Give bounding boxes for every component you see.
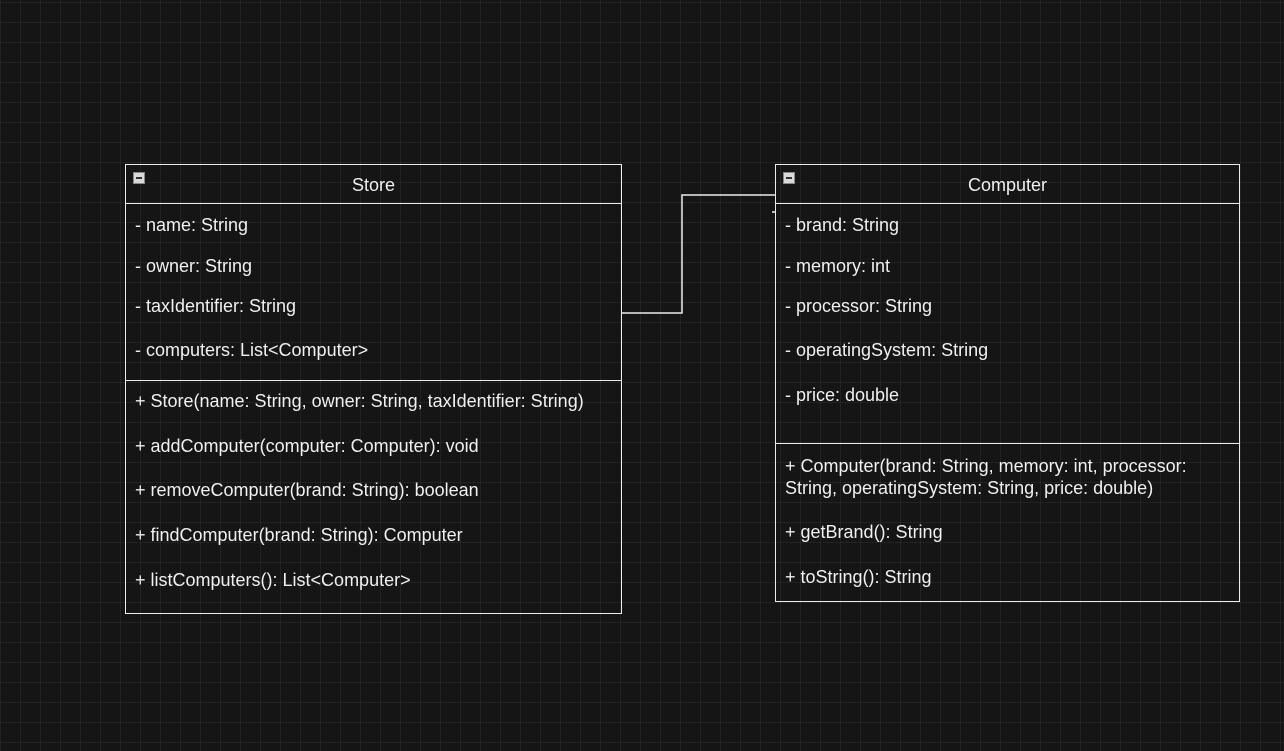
method-item[interactable]: + listComputers(): List<Computer> [135, 570, 411, 590]
class-header[interactable]: Computer [776, 165, 1239, 204]
attribute-item[interactable]: - computers: List<Computer> [135, 340, 369, 360]
method-item[interactable]: + Store(name: String, owner: String, tax… [135, 391, 584, 411]
attribute-item[interactable]: - taxIdentifier: String [135, 296, 297, 316]
methods-section[interactable]: + Store(name: String, owner: String, tax… [126, 381, 621, 612]
method-item[interactable]: + toString(): String [785, 567, 932, 587]
attribute-item[interactable]: - name: String [135, 215, 249, 235]
method-item[interactable]: + findComputer(brand: String): Computer [135, 525, 463, 545]
class-computer[interactable]: Computer - brand: String - memory: int -… [775, 164, 1240, 602]
method-item[interactable]: + Computer(brand: String, memory: int, p… [785, 456, 1187, 498]
methods-section[interactable]: + Computer(brand: String, memory: int, p… [776, 444, 1239, 601]
method-item[interactable]: + addComputer(computer: Computer): void [135, 436, 479, 456]
attribute-item[interactable]: - processor: String [785, 296, 933, 316]
class-store[interactable]: Store - name: String - owner: String - t… [125, 164, 622, 614]
attribute-item[interactable]: - operatingSystem: String [785, 340, 989, 360]
attribute-item[interactable]: - owner: String [135, 256, 253, 276]
class-name: Computer [967, 175, 1048, 195]
class-header[interactable]: Store [126, 165, 621, 204]
attribute-item[interactable]: - price: double [785, 385, 900, 405]
method-item[interactable]: + removeComputer(brand: String): boolean [135, 480, 479, 500]
association-line[interactable] [621, 194, 776, 314]
method-item[interactable]: + getBrand(): String [785, 522, 943, 542]
minus-square-icon[interactable] [783, 172, 795, 184]
minus-square-icon[interactable] [133, 172, 145, 184]
attribute-item[interactable]: - memory: int [785, 256, 891, 276]
attributes-section[interactable]: - brand: String - memory: int - processo… [776, 204, 1239, 444]
class-name: Store [351, 175, 396, 195]
attributes-section[interactable]: - name: String - owner: String - taxIden… [126, 204, 621, 381]
attribute-item[interactable]: - brand: String [785, 215, 900, 235]
